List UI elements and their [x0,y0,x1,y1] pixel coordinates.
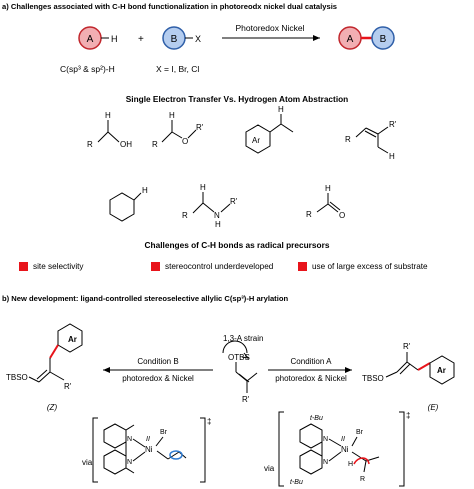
product-a-b: A B [338,26,395,50]
left-transition-state: ‡ N N Ni II Br [92,417,211,483]
svg-text:R': R' [230,197,238,206]
svg-text:O: O [339,211,345,220]
svg-text:H: H [389,152,395,161]
challenge-3: use of large excess of substrate [312,262,428,271]
svg-text:R: R [152,140,158,149]
svg-text:Ni: Ni [341,445,349,454]
section-b-title: b) New development: ligand-controlled st… [2,294,289,303]
svg-text:OTBS: OTBS [228,353,250,362]
svg-text:H: H [278,105,284,114]
svg-text:H: H [348,461,353,468]
svg-text:R': R' [64,382,72,391]
svg-text:t-Bu: t-Bu [310,415,323,422]
e-label: (E) [428,403,439,412]
svg-text:Ar: Ar [68,335,77,344]
challenge-marker-1 [19,262,28,271]
set-heading: Single Electron Transfer Vs. Hydrogen At… [126,94,349,104]
x-scope: X = I, Br, Cl [156,64,199,74]
cyclohexane-structure: H [109,186,148,222]
svg-text:R: R [306,210,312,219]
substrate-structure: OTBS R' [222,340,258,404]
challenge-2: stereocontrol underdeveloped [165,262,274,271]
challenge-marker-3 [298,262,307,271]
svg-text:‡: ‡ [207,417,211,426]
svg-text:H: H [200,183,206,192]
e-product-structure: TBSO R' Ar [362,342,455,385]
svg-text:Br: Br [160,429,168,436]
svg-text:II: II [146,436,150,443]
svg-text:R: R [87,140,93,149]
svg-text:II: II [341,436,345,443]
svg-text:OH: OH [120,140,132,149]
svg-text:H: H [142,186,148,195]
svg-text:H: H [215,220,221,229]
ether-structure: R O R' H [152,111,204,149]
section-a-title: a) Challenges associated with C-H bond f… [2,2,338,11]
svg-text:H: H [105,111,111,120]
arrow-label: Photoredox Nickel [236,23,305,33]
svg-text:R: R [182,211,188,220]
strain-arrowhead [241,352,250,359]
h-label: H [111,34,118,44]
benzylic-structure: Ar H [245,105,294,154]
svg-text:N: N [214,211,220,220]
challenge-marker-2 [151,262,160,271]
ts-highlight-right [353,457,370,465]
svg-text:R: R [360,476,365,483]
strain-arc [222,340,248,354]
left-ts-bracket-close [200,417,206,483]
svg-text:Ar: Ar [437,366,446,375]
amine-structure: R N H R' H [182,183,238,229]
z-label: (Z) [47,403,58,412]
challenges-heading: Challenges of C-H bonds as radical precu… [145,240,330,250]
ts-highlight-left [169,450,183,460]
via-right: via [264,464,275,473]
strain-label: 1,3-A strain [223,334,264,343]
right-transition-state: ‡ t-Bu t-Bu N N Ni II Br H R [278,411,410,487]
atom-a-label: A [87,34,94,45]
condition-a-label: Condition A [291,357,333,366]
a-scope: C(sp³ & sp²)-H [60,64,115,74]
right-ts-bracket-close [399,411,405,487]
svg-text:B: B [380,34,387,45]
svg-text:TBSO: TBSO [362,374,384,383]
svg-text:Br: Br [356,429,364,436]
svg-text:R': R' [196,123,204,132]
svg-text:Ni: Ni [145,445,153,454]
reactant-a-h: A H [78,26,118,50]
svg-text:H: H [169,111,175,120]
svg-text:A: A [347,34,354,45]
svg-text:N: N [323,459,328,466]
svg-text:N: N [127,459,132,466]
condition-b-sub: photoredox & Nickel [122,374,194,383]
right-ts-bracket-open [278,411,284,487]
z-product-structure: Ar TBSO R' [6,323,83,391]
challenge-1: site selectivity [33,262,84,271]
condition-b-label: Condition B [137,357,178,366]
svg-text:t-Bu: t-Bu [290,479,303,486]
via-left: via [82,458,93,467]
alcohol-structure: R OH H [87,111,132,149]
svg-text:R': R' [403,342,411,351]
allylic-structure: R R' H [345,120,397,161]
condition-a-sub: photoredox & Nickel [275,374,347,383]
atom-b-label: B [171,34,178,45]
left-ts-bracket-open [92,417,98,483]
x-label: X [195,34,201,44]
svg-text:H: H [325,184,331,193]
svg-text:O: O [182,137,188,146]
svg-text:N: N [127,436,132,443]
reactant-b-x: B X [162,26,201,50]
svg-text:N: N [323,436,328,443]
aldehyde-structure: R O H [306,184,345,220]
svg-text:TBSO: TBSO [6,373,28,382]
plus-sign: + [138,34,144,45]
svg-text:R': R' [242,395,250,404]
svg-text:Ar: Ar [252,136,260,145]
svg-text:‡: ‡ [406,411,410,420]
svg-text:R': R' [389,120,397,129]
svg-text:R: R [345,135,351,144]
